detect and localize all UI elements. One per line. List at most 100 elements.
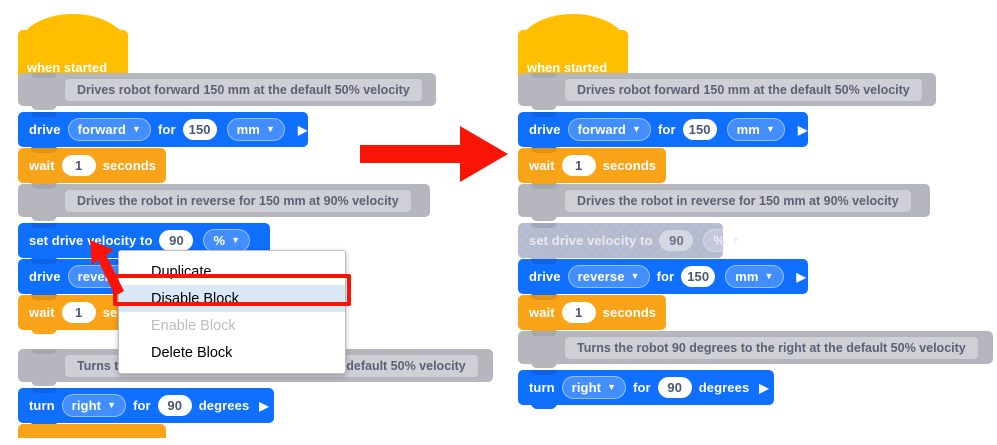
menu-item-enable-block: Enable Block: [151, 317, 236, 334]
for-keyword: for: [656, 269, 675, 284]
drive-keyword: drive: [529, 269, 561, 284]
block-set-drive-velocity-disabled[interactable]: set drive velocity to 90 % ▼: [518, 223, 751, 262]
block-notch-top: [31, 295, 57, 300]
wait-seconds-input[interactable]: 1: [561, 302, 596, 323]
degrees-keyword: degrees: [698, 380, 750, 395]
wait-seconds-input[interactable]: 1: [61, 155, 96, 176]
turn-direction-dropdown[interactable]: right ▼: [561, 376, 627, 399]
chevron-down-icon: ▼: [731, 235, 741, 245]
dropdown-value: forward: [577, 122, 626, 137]
chevron-down-icon: ▼: [630, 271, 640, 281]
wait-keyword: wait: [29, 305, 55, 320]
direction-dropdown-reverse[interactable]: reverse ▼: [567, 265, 650, 288]
block-notch-top: [531, 148, 557, 153]
block-drive-forward[interactable]: drive forward ▼ for 150 mm ▼ ▶: [518, 112, 808, 151]
dropdown-value: mm: [735, 269, 759, 284]
comment-block-2[interactable]: Drives the robot in reverse for 150 mm a…: [18, 184, 430, 221]
direction-dropdown-forward[interactable]: forward ▼: [567, 118, 651, 141]
angle-input[interactable]: 90: [157, 395, 192, 416]
seconds-keyword: seconds: [602, 158, 657, 173]
block-set-drive-velocity[interactable]: set drive velocity to 90 % ▼: [18, 223, 270, 262]
comment-text-2: Drives the robot in reverse for 150 mm a…: [64, 188, 412, 213]
menu-item-delete-block[interactable]: Delete Block: [151, 344, 233, 361]
drive-keyword: drive: [529, 122, 561, 137]
block-notch-top: [531, 184, 557, 189]
unit-dropdown-mm[interactable]: mm ▼: [725, 265, 784, 288]
block-notch: [531, 401, 557, 409]
block-notch-top: [531, 370, 557, 375]
velocity-input[interactable]: 90: [659, 230, 694, 251]
dropdown-value: right: [571, 380, 602, 395]
hat-dome: [18, 14, 128, 48]
for-keyword: for: [157, 122, 176, 137]
block-notch: [31, 419, 57, 427]
block-notch: [31, 290, 57, 298]
context-menu[interactable]: Duplicate Disable Block Enable Block Del…: [118, 250, 346, 374]
distance-input[interactable]: 150: [681, 266, 716, 287]
comment-block-1[interactable]: Drives robot forward 150 mm at the defau…: [518, 73, 936, 110]
menu-item-disable-block[interactable]: Disable Block: [119, 285, 345, 312]
block-notch: [31, 254, 57, 262]
panel-before: when started Drives robot forward 150 mm…: [0, 0, 493, 445]
when-started-label: when started: [27, 60, 108, 75]
distance-input[interactable]: 150: [182, 119, 217, 140]
play-icon[interactable]: ▶: [759, 380, 769, 395]
block-notch-top: [31, 388, 57, 393]
distance-input[interactable]: 150: [682, 119, 717, 140]
menu-item-duplicate[interactable]: Duplicate: [151, 263, 212, 280]
block-notch-top: [31, 349, 57, 354]
block-wait-1[interactable]: wait 1 seconds: [18, 148, 166, 187]
comment-block-3[interactable]: Turns the robot 90 degrees to the right …: [518, 331, 993, 368]
block-notch: [31, 179, 57, 187]
block-notch-top: [31, 184, 57, 189]
block-notch-top: [31, 73, 57, 78]
block-notch: [531, 254, 557, 262]
play-icon[interactable]: ▶: [797, 122, 808, 137]
seconds-keyword: seconds: [602, 305, 657, 320]
comment-block-1[interactable]: Drives robot forward 150 mm at the defau…: [18, 73, 436, 110]
wait-seconds-input[interactable]: 1: [61, 302, 96, 323]
block-turn-right[interactable]: turn right ▼ for 90 degrees ▶: [518, 370, 774, 409]
chevron-down-icon: ▼: [607, 382, 617, 392]
block-drive-reverse[interactable]: drive reverse ▼ for 150 mm ▼ ▶: [518, 259, 808, 298]
play-icon[interactable]: ▶: [297, 122, 308, 137]
block-next-partial[interactable]: [18, 424, 166, 438]
unit-dropdown-mm[interactable]: mm ▼: [226, 118, 285, 141]
seconds-keyword: seconds: [102, 158, 157, 173]
block-notch: [531, 326, 557, 334]
dropdown-value: forward: [77, 122, 126, 137]
block-wait-2[interactable]: wait 1 seconds: [518, 295, 666, 334]
play-icon[interactable]: ▶: [796, 269, 806, 284]
comment-block-2[interactable]: Drives the robot in reverse for 150 mm a…: [518, 184, 930, 221]
velocity-input[interactable]: 90: [159, 230, 194, 251]
chevron-down-icon: ▼: [265, 124, 275, 134]
block-drive-forward[interactable]: drive forward ▼ for 150 mm ▼ ▶: [18, 112, 308, 151]
transition-arrow-icon: [360, 126, 508, 182]
block-notch-top: [531, 259, 557, 264]
chevron-down-icon: ▼: [107, 400, 117, 410]
block-wait-1[interactable]: wait 1 seconds: [518, 148, 666, 187]
block-notch: [31, 378, 57, 386]
wait-seconds-input[interactable]: 1: [561, 155, 596, 176]
panel-after: when started Drives robot forward 150 mm…: [500, 0, 997, 445]
hat-dome: [518, 14, 628, 48]
velocity-unit-dropdown[interactable]: % ▼: [703, 229, 751, 252]
block-notch-top: [31, 112, 57, 117]
angle-input[interactable]: 90: [657, 377, 692, 398]
block-notch-top: [31, 223, 57, 228]
degrees-keyword: degrees: [198, 398, 250, 413]
direction-dropdown-forward[interactable]: forward ▼: [67, 118, 151, 141]
turn-direction-dropdown[interactable]: right ▼: [61, 394, 127, 417]
chevron-down-icon: ▼: [765, 124, 775, 134]
unit-dropdown-mm[interactable]: mm ▼: [726, 118, 785, 141]
dropdown-value: mm: [236, 122, 260, 137]
block-notch: [31, 326, 57, 334]
play-icon[interactable]: ▶: [259, 398, 269, 413]
velocity-unit-dropdown[interactable]: % ▼: [203, 229, 251, 252]
comment-text-3: Turns the robot 90 degrees to the right …: [564, 335, 979, 360]
block-turn-right[interactable]: turn right ▼ for 90 degrees ▶: [18, 388, 274, 427]
for-keyword: for: [633, 380, 651, 395]
chevron-down-icon: ▼: [131, 124, 141, 134]
wait-keyword: wait: [529, 305, 555, 320]
